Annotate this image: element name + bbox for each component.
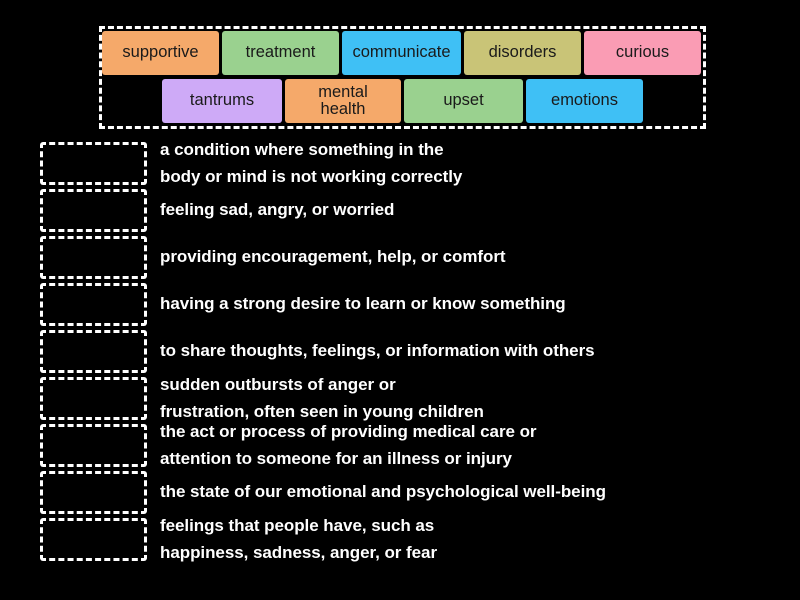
definition-row: a condition where something in the body …: [0, 140, 800, 187]
definition-line: feelings that people have, such as: [160, 516, 435, 536]
definition-text-7: the act or process of providing medical …: [160, 422, 790, 469]
word-tile-label: upset: [443, 91, 484, 110]
word-tile-emotions[interactable]: emotions: [526, 79, 643, 123]
definition-line: providing encouragement, help, or comfor…: [160, 247, 506, 267]
definition-text-2: feeling sad, angry, or worried: [160, 187, 790, 234]
definition-row: the act or process of providing medical …: [0, 422, 800, 469]
word-tile-label: curious: [615, 43, 670, 62]
word-tile-label-line-2: health: [320, 100, 366, 118]
drop-zone-5[interactable]: [40, 330, 147, 373]
word-tile-label: tantrums: [189, 91, 255, 110]
definition-text-3: providing encouragement, help, or comfor…: [160, 234, 790, 281]
definition-row: having a strong desire to learn or know …: [0, 281, 800, 328]
definition-text-1: a condition where something in the body …: [160, 140, 790, 187]
word-tile-supportive[interactable]: supportive: [102, 31, 219, 75]
definition-row: feelings that people have, such as happi…: [0, 516, 800, 563]
definition-text-6: sudden outbursts of anger or frustration…: [160, 375, 790, 422]
definition-line: sudden outbursts of anger or: [160, 375, 396, 395]
word-tile-label-line-1: mental: [318, 82, 368, 101]
word-tile-disorders[interactable]: disorders: [464, 31, 581, 75]
word-tile-upset[interactable]: upset: [404, 79, 523, 123]
word-tile-tantrums[interactable]: tantrums: [162, 79, 282, 123]
word-bank[interactable]: supportive treatment communicate disorde…: [99, 26, 706, 129]
drop-zone-4[interactable]: [40, 283, 147, 326]
definition-line: the act or process of providing medical …: [160, 422, 537, 442]
drop-zone-9[interactable]: [40, 518, 147, 561]
word-tile-label: supportive: [122, 43, 199, 62]
definition-list: a condition where something in the body …: [0, 140, 800, 563]
drop-zone-6[interactable]: [40, 377, 147, 420]
definition-text-5: to share thoughts, feelings, or informat…: [160, 328, 790, 375]
drop-zone-7[interactable]: [40, 424, 147, 467]
word-tile-label: communicate: [352, 43, 451, 62]
definition-line: having a strong desire to learn or know …: [160, 294, 566, 314]
definition-text-8: the state of our emotional and psycholog…: [160, 469, 790, 516]
word-tile-curious[interactable]: curious: [584, 31, 701, 75]
definition-line: happiness, sadness, anger, or fear: [160, 542, 438, 562]
word-tile-communicate[interactable]: communicate: [342, 31, 461, 75]
word-tile-label: disorders: [488, 43, 557, 62]
definition-row: feeling sad, angry, or worried: [0, 187, 800, 234]
word-tile-mental-health[interactable]: mental health: [285, 79, 401, 123]
word-tile-treatment[interactable]: treatment: [222, 31, 339, 75]
drop-zone-8[interactable]: [40, 471, 147, 514]
definition-row: sudden outbursts of anger or frustration…: [0, 375, 800, 422]
definition-row: the state of our emotional and psycholog…: [0, 469, 800, 516]
definition-text-4: having a strong desire to learn or know …: [160, 281, 790, 328]
word-tile-label: treatment: [245, 43, 316, 62]
definition-row: providing encouragement, help, or comfor…: [0, 234, 800, 281]
definition-line: a condition where something in the: [160, 140, 444, 160]
definition-line: attention to someone for an illness or i…: [160, 448, 512, 468]
definition-line: frustration, often seen in young childre…: [160, 401, 484, 421]
drop-zone-2[interactable]: [40, 189, 147, 232]
definition-line: body or mind is not working correctly: [160, 166, 463, 186]
definition-line: to share thoughts, feelings, or informat…: [160, 341, 595, 361]
definition-text-9: feelings that people have, such as happi…: [160, 516, 790, 563]
drop-zone-3[interactable]: [40, 236, 147, 279]
word-bank-row-2: tantrums mental health upset emotions: [102, 79, 703, 123]
drop-zone-1[interactable]: [40, 142, 147, 185]
definition-line: feeling sad, angry, or worried: [160, 200, 395, 220]
word-tile-label: emotions: [551, 91, 618, 110]
word-bank-row-1: supportive treatment communicate disorde…: [102, 31, 703, 75]
definition-row: to share thoughts, feelings, or informat…: [0, 328, 800, 375]
definition-line: the state of our emotional and psycholog…: [160, 482, 606, 502]
